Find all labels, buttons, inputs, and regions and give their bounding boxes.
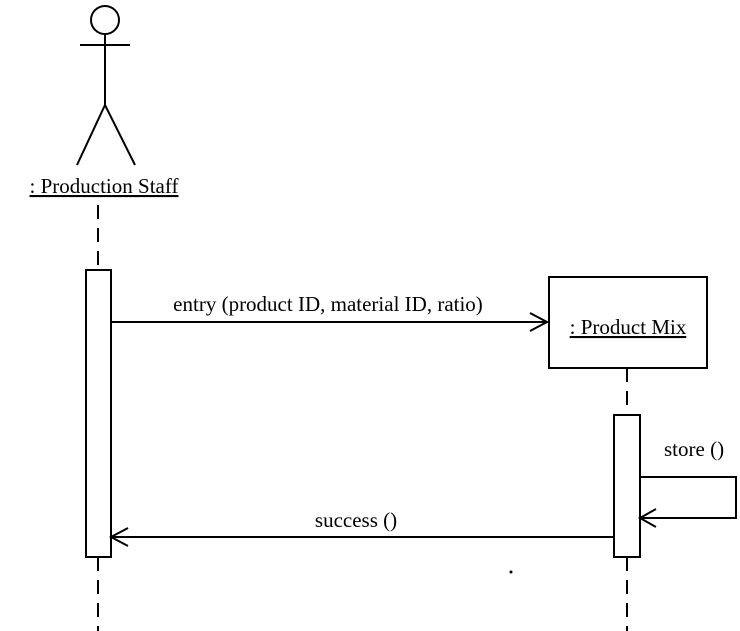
actor-activation-bar: [85, 269, 112, 558]
actor-label: : Production Staff: [30, 174, 179, 198]
success-message-arrow: [108, 527, 614, 547]
store-self-message-arrow: [637, 476, 737, 528]
success-message-label: success (): [315, 508, 397, 532]
stray-dot: [509, 570, 513, 574]
entry-message-arrow: [111, 312, 550, 332]
object-activation-bar: [613, 414, 641, 558]
object-label: : Product Mix: [570, 315, 687, 339]
actor-icon: [76, 5, 136, 166]
entry-message-label: entry (product ID, material ID, ratio): [173, 292, 483, 316]
store-message-label: store (): [664, 437, 724, 461]
